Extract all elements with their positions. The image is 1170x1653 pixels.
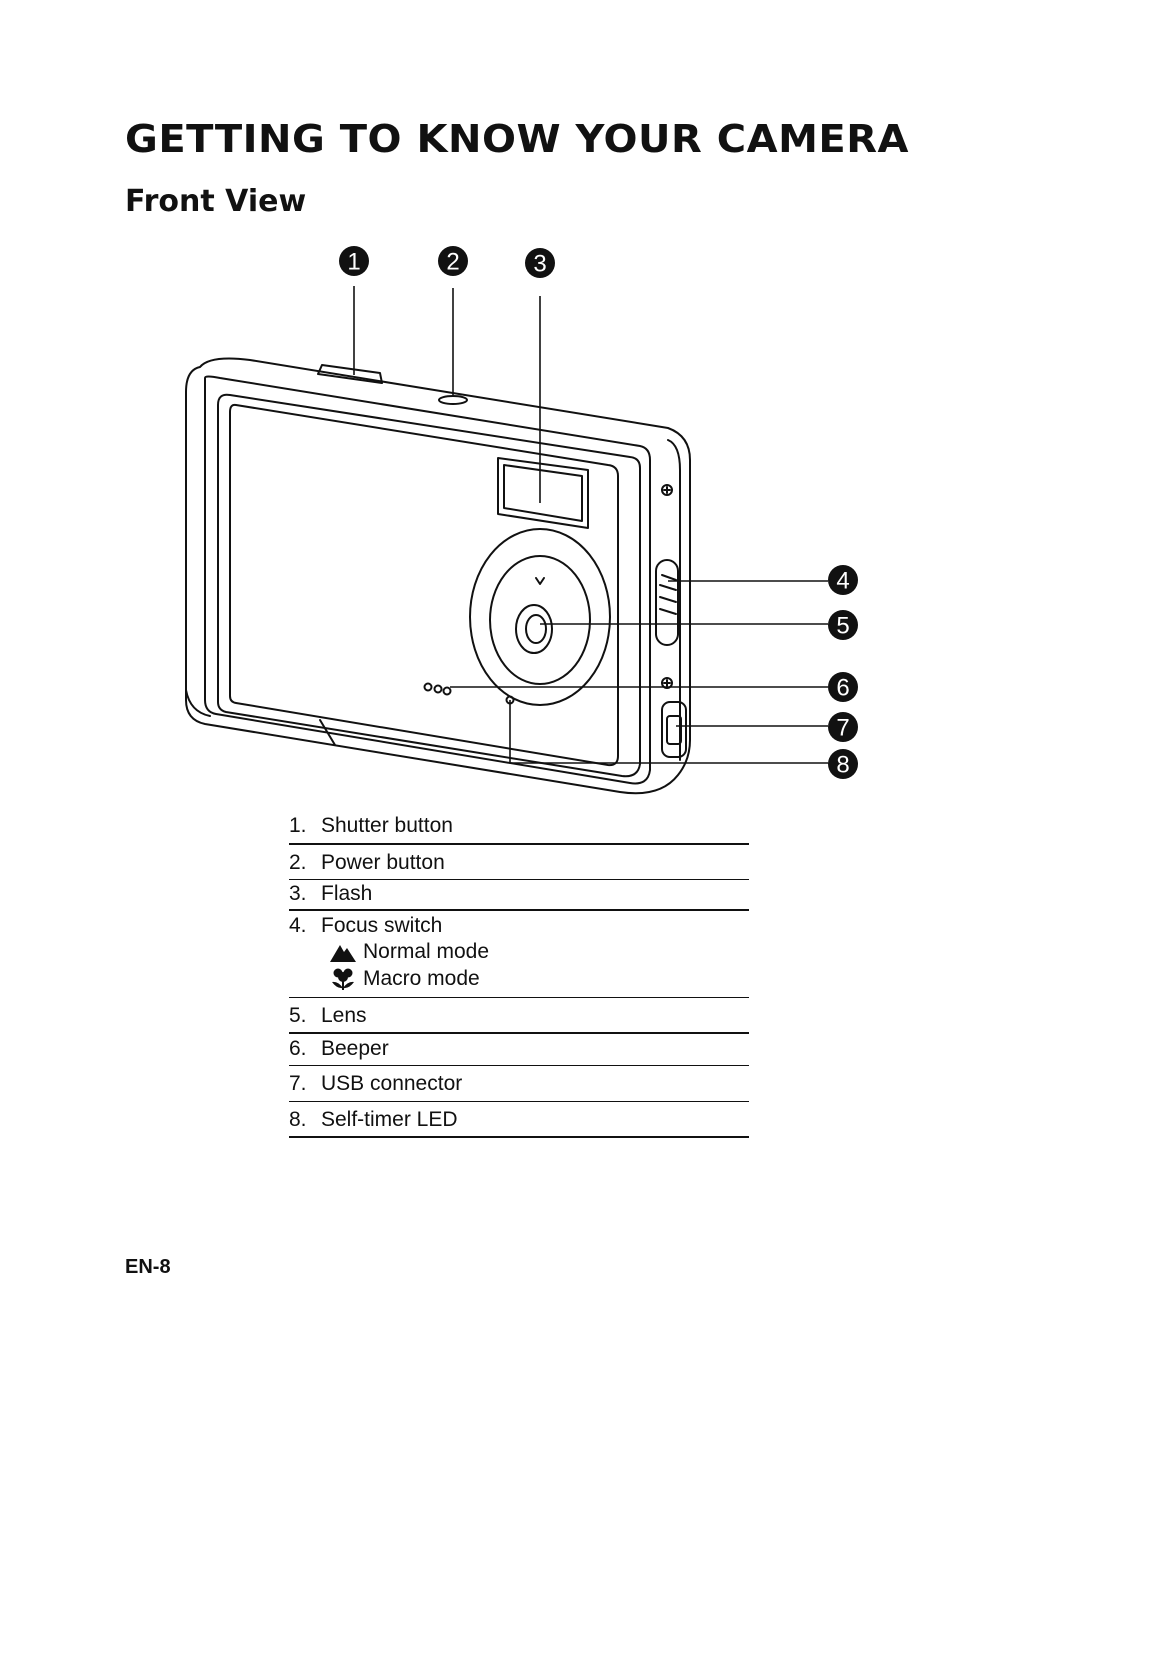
flash-window xyxy=(497,457,589,529)
callout-5: 5 xyxy=(828,610,858,640)
legend-item: 7. USB connector xyxy=(289,1066,749,1102)
callout-1: 1 xyxy=(339,246,369,276)
camera-front-diagram: 1 2 3 4 5 6 7 8 xyxy=(185,246,858,795)
legend-item: 3. Flash xyxy=(289,880,749,911)
legend-number: 7. xyxy=(289,1072,307,1095)
beeper-holes xyxy=(423,682,433,692)
legend-item: 1. Shutter button xyxy=(289,808,749,845)
legend-sublabel: Macro mode xyxy=(363,966,480,990)
legend-item: 8. Self-timer LED xyxy=(289,1102,749,1138)
svg-text:4: 4 xyxy=(836,568,849,595)
legend-sublabel: Normal mode xyxy=(363,939,490,963)
svg-text:8: 8 xyxy=(836,752,849,779)
legend-label: Focus switch xyxy=(321,914,443,937)
callout-7: 7 xyxy=(828,712,858,742)
shutter-button-shape xyxy=(317,364,383,384)
parts-legend: 1.Shutter button 2.Power button 3.Flash … xyxy=(289,808,749,1138)
front-panel xyxy=(217,393,641,778)
legend-label: Self-timer LED xyxy=(321,1108,458,1131)
legend-label: Power button xyxy=(321,851,445,874)
legend-label: USB connector xyxy=(321,1072,463,1095)
svg-text:7: 7 xyxy=(836,715,849,742)
lens-center xyxy=(515,604,553,654)
normal-mode-mountain-icon xyxy=(330,944,356,962)
legend-item: 5. Lens xyxy=(289,998,749,1034)
svg-text:3: 3 xyxy=(533,251,546,278)
usb-connector-shape xyxy=(661,701,687,758)
svg-text:2: 2 xyxy=(446,249,459,276)
callout-6: 6 xyxy=(828,672,858,702)
callout-8: 8 xyxy=(828,749,858,779)
legend-number: 6. xyxy=(289,1037,307,1060)
legend-subitem: Normal mode xyxy=(289,938,749,965)
legend-number: 5. xyxy=(289,1004,307,1027)
camera-body-outline xyxy=(185,357,691,795)
legend-number: 4. xyxy=(289,914,307,937)
focus-switch-shape xyxy=(655,559,679,646)
callout-2: 2 xyxy=(438,246,468,276)
legend-number: 2. xyxy=(289,851,307,874)
legend-subitem: Macro mode xyxy=(289,965,749,992)
legend-item: 2. Power button xyxy=(289,845,749,880)
svg-text:1: 1 xyxy=(347,249,360,276)
legend-label: Lens xyxy=(321,1004,367,1027)
page-number: EN-8 xyxy=(125,1256,171,1278)
lens-outer-ring xyxy=(469,528,611,706)
legend-label: Shutter button xyxy=(321,814,453,837)
svg-text:5: 5 xyxy=(836,613,849,640)
callout-3: 3 xyxy=(525,248,555,278)
macro-mode-flower-icon xyxy=(332,968,354,990)
legend-label: Beeper xyxy=(321,1037,389,1060)
callout-4: 4 xyxy=(828,565,858,595)
section-title: Front View xyxy=(125,184,307,219)
legend-number: 1. xyxy=(289,814,307,837)
legend-number: 8. xyxy=(289,1108,307,1131)
power-button-shape xyxy=(438,395,468,405)
svg-text:6: 6 xyxy=(836,675,849,702)
legend-item: 6. Beeper xyxy=(289,1034,749,1066)
legend-number: 3. xyxy=(289,882,307,905)
page-title: GETTING TO KNOW YOUR CAMERA xyxy=(125,118,909,162)
legend-label: Flash xyxy=(321,882,373,905)
legend-item: 4. Focus switch Normal mode Macro mode xyxy=(289,911,749,998)
